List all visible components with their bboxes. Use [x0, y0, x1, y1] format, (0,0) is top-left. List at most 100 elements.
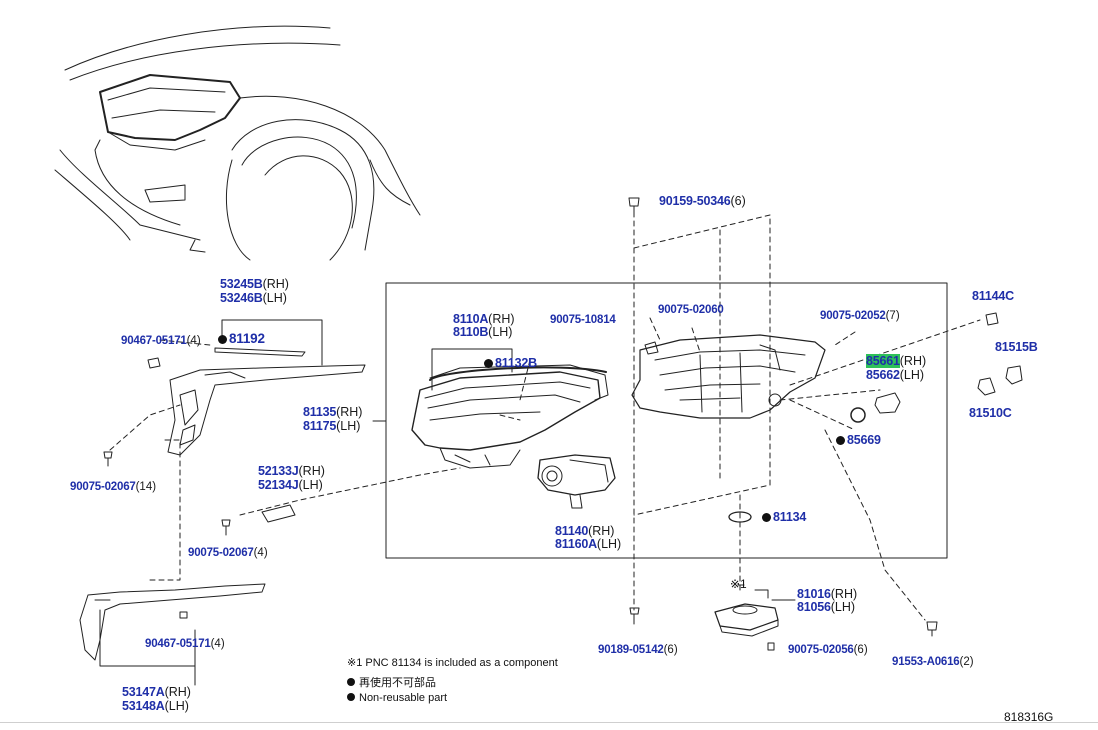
bracket-53245 [167, 364, 366, 456]
gasket-85669 [850, 407, 866, 423]
part-number: 81134 [773, 510, 807, 524]
label-52134J: 52134J(LH) [258, 478, 323, 492]
part-number: 90075-10814 [550, 314, 616, 326]
label-81160A: 81160A(LH) [555, 537, 621, 551]
part-number: 85669 [847, 433, 881, 447]
label-90467-05171-upper: 90467-05171(4) [121, 333, 201, 348]
part-number: 81192 [229, 331, 265, 346]
label-81056: 81056(LH) [797, 600, 855, 614]
part-number: 90075-02067 [188, 547, 254, 559]
part-side: (LH) [262, 291, 287, 305]
non-reusable-mark [218, 335, 227, 344]
label-90075-02052: 90075-02052(7) [820, 308, 900, 323]
part-number: 53148A [122, 699, 165, 713]
part-side: (RH) [488, 312, 515, 326]
non-reusable-mark [347, 693, 355, 701]
label-81510C: 81510C [969, 406, 1012, 420]
label-90159-50346: 90159-50346(6) [659, 194, 746, 208]
part-number: 52133J [258, 464, 299, 478]
note-marker: ※1 [347, 657, 363, 669]
bracket-52133 [261, 504, 296, 523]
callout-marker: ※1 [730, 577, 747, 591]
non-reusable-mark [762, 513, 771, 522]
label-53246B: 53246B(LH) [220, 291, 287, 305]
label-85661: 85661(RH) [866, 354, 926, 368]
bolt-90159 [628, 197, 640, 215]
clip-90467-upper [147, 357, 161, 369]
part-side: (LH) [298, 478, 323, 492]
part-number: 52134J [258, 478, 299, 492]
note-non-reusable-ja: 再使用不可部品 [347, 674, 436, 690]
part-number: 90467-05171 [145, 638, 211, 650]
label-8110A: 8110A(RH) [453, 312, 515, 326]
label-90075-02056: 90075-02056(6) [788, 642, 868, 657]
part-number: 90467-05171 [121, 335, 187, 347]
label-85662: 85662(LH) [866, 368, 924, 382]
note-component: ※1 PNC 81134 is included as a component [347, 656, 558, 669]
bolt-90075-02056 [767, 642, 775, 651]
label-81144C: 81144C [972, 289, 1014, 303]
headlamp-81135 [411, 364, 609, 469]
rear-case-assembly [631, 334, 826, 419]
gasket-81132 [429, 366, 607, 381]
part-number: 81135 [303, 405, 337, 419]
part-number: 53245B [220, 277, 263, 291]
part-number: 90075-02067 [70, 481, 136, 493]
part-number: 81160A [555, 537, 597, 551]
label-91553-A0616: 91553-A0616(2) [892, 654, 974, 669]
garnish-53147 [79, 583, 266, 661]
part-side: (LH) [830, 600, 856, 614]
screw-90075-02067-a [103, 451, 113, 467]
part-number: 90189-05142 [598, 644, 664, 656]
bolt-90189 [629, 607, 640, 625]
label-81515B: 81515B [995, 340, 1038, 354]
part-number: 81510C [969, 406, 1012, 420]
label-81192: 81192 [218, 332, 265, 345]
socket-85661 [874, 392, 901, 414]
label-81016: 81016(RH) [797, 587, 857, 601]
part-qty: (7) [885, 310, 900, 322]
label-52133J: 52133J(RH) [258, 464, 325, 478]
screw-90075-02067-b [221, 519, 231, 536]
part-number: 81515B [995, 340, 1038, 354]
part-number: 8110B [453, 325, 489, 339]
part-number: 90075-02056 [788, 644, 854, 656]
label-81140: 81140(RH) [555, 524, 614, 538]
part-qty: (14) [135, 481, 157, 493]
part-side: (LH) [596, 537, 622, 551]
part-number: 81016 [797, 587, 831, 601]
label-81135: 81135(RH) [303, 405, 362, 419]
part-number: 8110A [453, 312, 489, 326]
part-side: (LH) [164, 699, 189, 713]
part-qty: (6) [730, 194, 746, 208]
socket-81515 [1005, 365, 1023, 385]
part-qty: (2) [959, 656, 974, 668]
module-81016 [714, 603, 779, 637]
part-side: (RH) [588, 524, 615, 538]
part-number: 85662 [866, 368, 900, 382]
lamp-81140 [537, 454, 616, 509]
label-90189-05142: 90189-05142(6) [598, 642, 678, 657]
label-53148A: 53148A(LH) [122, 699, 189, 713]
part-side: (RH) [899, 354, 927, 368]
part-qty: (6) [853, 644, 868, 656]
non-reusable-mark [836, 436, 845, 445]
part-side: (LH) [336, 419, 361, 433]
bulb-81144 [985, 312, 999, 326]
label-81132B: 81132B [484, 356, 537, 370]
label-90075-02067-b: 90075-02067(4) [188, 545, 268, 560]
vehicle-front-sketch [54, 25, 421, 261]
note-non-reusable-en: Non-reusable part [347, 692, 447, 704]
part-number: 91553-A0616 [892, 656, 960, 668]
label-90467-05171-lower: 90467-05171(4) [145, 636, 225, 651]
part-qty: (6) [663, 644, 678, 656]
note-text: Non-reusable part [359, 692, 448, 704]
label-53245B: 53245B(RH) [220, 277, 289, 291]
clip-90467-lower [179, 611, 188, 619]
diagram-code: 818316G [1004, 710, 1054, 724]
label-90075-10814: 90075-10814 [550, 312, 616, 327]
part-number: 81175 [303, 419, 337, 433]
cover-81192 [214, 347, 306, 357]
